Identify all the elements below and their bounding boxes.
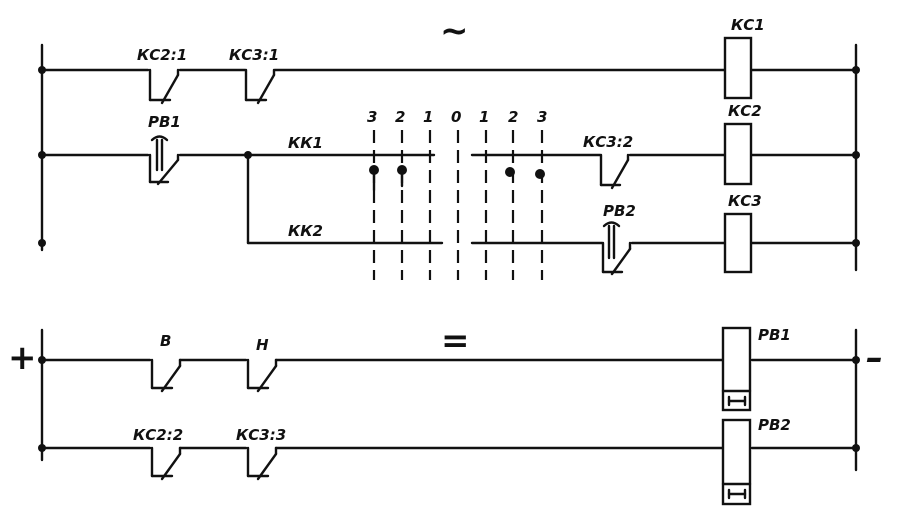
contact-label-kc3-1: КС3:1 — [229, 46, 279, 64]
switch-label-kk1: КК1 — [288, 134, 323, 152]
dc-symbol: = — [441, 321, 470, 361]
minus-symbol: – — [866, 338, 883, 378]
switch-position-lines — [372, 130, 544, 280]
contact-kc2-1 — [148, 68, 180, 105]
ac-symbol: ~ — [440, 11, 469, 51]
contact-label-n: Н — [256, 336, 269, 354]
junction-dot — [852, 239, 860, 247]
switch-label-kk2: КК2 — [288, 222, 323, 240]
junction-dot — [852, 151, 860, 159]
junction-dot — [852, 444, 860, 452]
position-label: 3 — [537, 108, 547, 126]
contact-label-kc2-1: КС2:1 — [137, 46, 187, 64]
kk1-closed-contacts — [369, 165, 545, 192]
contact-kc3-1 — [244, 68, 276, 105]
contact-label-kc2-2: КС2:2 — [133, 426, 183, 444]
plus-symbol: + — [8, 338, 37, 378]
coil-kc2 — [723, 122, 753, 186]
rung-3: РВ2 КС3 — [38, 153, 860, 276]
junction-dot — [852, 356, 860, 364]
rung-1: КС2:1 КС3:1 КС1 — [38, 16, 860, 105]
contact-label-kc3-3: КС3:3 — [236, 426, 286, 444]
contact-label-kc3-2: КС3:2 — [583, 133, 633, 151]
coil-label-kc1: КС1 — [731, 16, 765, 34]
position-label: 0 — [451, 108, 461, 126]
coil-label-kc3: КС3 — [728, 192, 762, 210]
time-contact-rv2 — [601, 221, 632, 276]
contact-label-rv2: РВ2 — [603, 202, 636, 220]
contact-kc3-2 — [599, 153, 630, 190]
position-label: 1 — [479, 108, 489, 126]
position-label: 3 — [367, 108, 377, 126]
position-label: 2 — [508, 108, 518, 126]
contact-label-rv1: РВ1 — [148, 113, 181, 131]
contact-n — [246, 358, 278, 393]
coil-kc3 — [723, 212, 753, 274]
coil-label-rv2: РВ2 — [758, 416, 791, 434]
coil-label-rv1: РВ1 — [758, 326, 791, 344]
junction-dot — [852, 66, 860, 74]
position-label: 2 — [395, 108, 405, 126]
rung-2: РВ1 КС3:2 КС2 — [38, 102, 860, 190]
contact-kc2-2 — [150, 446, 182, 481]
coil-kc1 — [723, 36, 753, 100]
switch-positions: 3 2 1 0 1 2 3 — [367, 108, 547, 126]
coil-rv2 — [721, 418, 752, 506]
contact-v — [150, 358, 182, 393]
time-contact-rv1 — [148, 135, 180, 186]
position-label: 1 — [423, 108, 433, 126]
junction-dot — [38, 239, 46, 247]
contact-label-v: В — [160, 332, 171, 350]
rung-4: В Н РВ1 — [38, 326, 860, 412]
rung-5: КС2:2 КС3:3 РВ2 — [38, 416, 860, 506]
contact-kc3-3 — [246, 446, 278, 481]
coil-rv1 — [721, 326, 752, 412]
coil-label-kc2: КС2 — [728, 102, 762, 120]
